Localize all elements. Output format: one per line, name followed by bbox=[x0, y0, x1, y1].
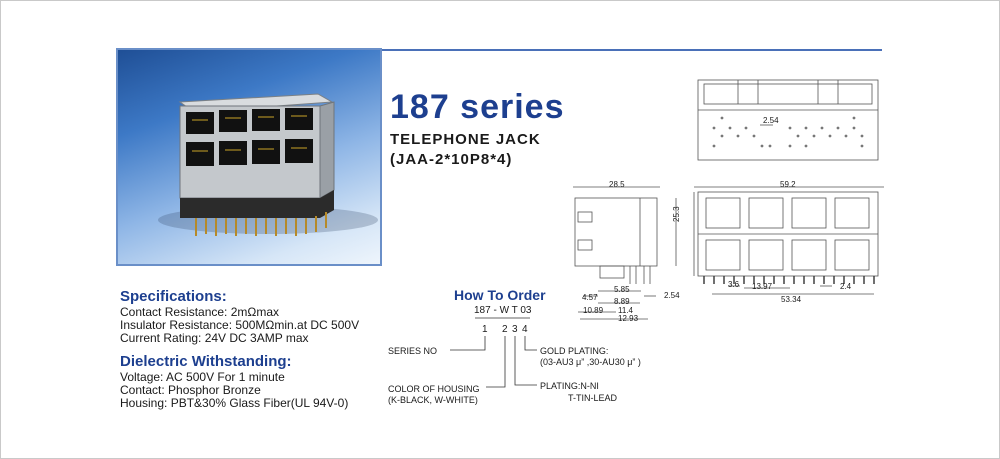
dim-side-d: 10.89 bbox=[583, 306, 604, 315]
spec-contact-resistance: Contact Resistance: 2mΩmax bbox=[120, 305, 280, 319]
dim-front-a: 3.6 bbox=[728, 280, 740, 289]
plating-label: PLATING:N-NI bbox=[540, 381, 599, 391]
dielectric-voltage: Voltage: AC 500V For 1 minute bbox=[120, 370, 285, 384]
dim-front-d: 53.34 bbox=[781, 295, 802, 304]
spec-insulator-resistance: Insulator Resistance: 500MΩmin.at DC 500… bbox=[120, 318, 360, 332]
color-housing-label: COLOR OF HOUSING bbox=[388, 384, 480, 394]
order-code: 187 - W T 03 bbox=[474, 305, 532, 316]
series-title: 187 series bbox=[390, 88, 565, 126]
dim-side-g: 2.54 bbox=[664, 291, 680, 300]
model-number: (JAA-2*10P8*4) bbox=[390, 151, 513, 168]
dim-front-c: 2.4 bbox=[840, 282, 852, 291]
order-digit-4: 4 bbox=[522, 324, 528, 335]
order-digit-2: 2 bbox=[502, 324, 508, 335]
dim-side-f: 12.93 bbox=[618, 314, 639, 323]
dim-side-b: 5.85 bbox=[614, 285, 630, 294]
dim-width: 59.2 bbox=[780, 180, 796, 189]
product-photo bbox=[116, 48, 382, 266]
rj45-jack-illustration bbox=[158, 93, 378, 236]
plating-alt: T-TIN-LEAD bbox=[568, 393, 618, 403]
dielectric-contact: Contact: Phosphor Bronze bbox=[120, 383, 261, 397]
product-name: TELEPHONE JACK bbox=[390, 131, 541, 148]
specifications-heading: Specifications: bbox=[120, 288, 227, 305]
series-no-label: SERIES NO bbox=[388, 346, 438, 356]
dielectric-heading: Dielectric Withstanding: bbox=[120, 353, 292, 370]
order-digit-1: 1 bbox=[482, 324, 488, 335]
color-housing-options: (K-BLACK, W-WHITE) bbox=[388, 395, 478, 405]
dim-side-c: 8.89 bbox=[614, 297, 630, 306]
header-rule bbox=[118, 49, 882, 51]
dim-depth: 28.5 bbox=[609, 180, 625, 189]
how-to-order-heading: How To Order bbox=[454, 287, 546, 303]
spec-current-rating: Current Rating: 24V DC 3AMP max bbox=[120, 331, 309, 345]
gold-plating-label: GOLD PLATING: bbox=[540, 346, 609, 356]
dim-side-a: 4.57 bbox=[582, 293, 598, 302]
dim-front-b: 13.97 bbox=[752, 282, 773, 291]
dielectric-housing: Housing: PBT&30% Glass Fiber(UL 94V-0) bbox=[120, 396, 349, 410]
dim-side-e: 11.4 bbox=[618, 306, 633, 315]
dim-pitch: 2.54 bbox=[763, 116, 779, 125]
gold-plating-options: (03-AU3 μ” ,30-AU30 μ” ) bbox=[540, 357, 641, 367]
dim-height: 25.3 bbox=[672, 206, 681, 222]
order-digit-3: 3 bbox=[512, 324, 518, 335]
